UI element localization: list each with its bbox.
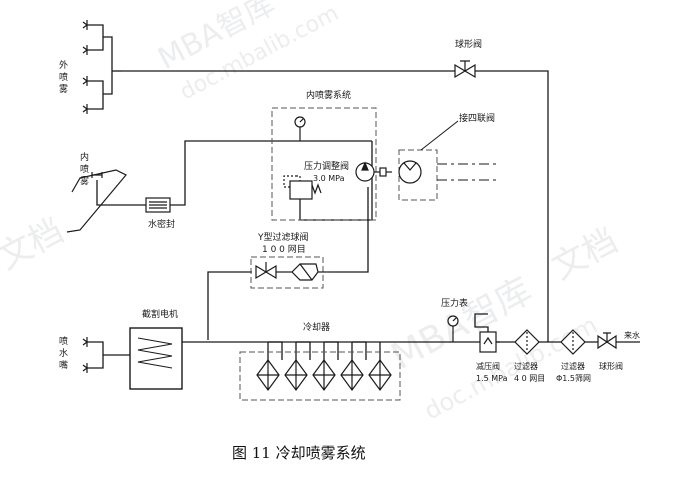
pressure-regulating-value: 3.0 MPa [313, 174, 345, 183]
cooler-label: 冷却器 [303, 321, 330, 333]
water-seal-feed [170, 140, 300, 206]
rotary-joint-icon [355, 161, 392, 182]
reducing-valve-icon [479, 331, 500, 353]
outer-spray-label: 喷 [59, 72, 68, 83]
spray-nozzle-icon [82, 104, 95, 114]
reducer-branch [474, 313, 489, 332]
outer-spray-label: 雾 [59, 84, 68, 95]
filter-mesh-label: 4 0 网目 [514, 374, 545, 383]
four-way-valve-icon [398, 160, 422, 184]
cooler-header [267, 341, 381, 360]
spray-nozzle-icon [82, 363, 95, 373]
filter2-label: 过滤器 [561, 361, 585, 371]
spray-nozzle-manifold [95, 341, 130, 369]
ball-valve-right-icon [597, 332, 617, 350]
heat-exchanger-icon [312, 358, 336, 392]
y-filter-mesh-label: 1 0 0 网目 [262, 244, 306, 255]
ball-valve-top-icon [454, 60, 476, 79]
spray-nozzle-label: 嘴 [59, 360, 68, 371]
pipe-lines [96, 70, 640, 360]
heat-exchanger-icon [340, 358, 364, 392]
filter2-size-label: Φ1.5筛网 [556, 373, 591, 383]
ball-valve-right-label: 球形阀 [599, 361, 623, 371]
outer-nozzles [82, 20, 95, 114]
outer-spray-manifold [95, 24, 122, 110]
pressure-gauge-label: 压力表 [441, 297, 468, 309]
heat-exchanger-icon [284, 358, 308, 392]
pressure-gauge-icon [294, 116, 306, 141]
pressure-regulating-valve-icon [283, 175, 322, 200]
spray-nozzle-label: 喷 [59, 336, 68, 347]
pressure-regulating-label: 压力调整阀 [304, 160, 349, 172]
inner-spray-label: 喷 [80, 164, 89, 175]
y-filter-box [250, 256, 324, 289]
cooler-elements [256, 358, 392, 392]
inner-system-label: 内喷雾系统 [306, 89, 351, 101]
reducing-valve-value: 1.5 MPa [476, 374, 508, 383]
inner-spray-label: 雾 [80, 176, 89, 187]
cutting-motor-label: 截割电机 [142, 308, 178, 320]
filter-label: 过滤器 [514, 361, 538, 371]
four-way-leader [420, 120, 459, 151]
spray-nozzle-label: 水 [59, 347, 68, 359]
inner-nozzle-icon [91, 172, 103, 178]
water-seal-label: 水密封 [148, 218, 175, 230]
pressure-gauge-right-icon [447, 315, 459, 342]
four-way-valve-label: 接四联阀 [459, 112, 495, 124]
filter-screen-icon [560, 329, 586, 355]
ball-valve-top-label: 球形阀 [455, 38, 482, 50]
spray-nozzle-icon [82, 45, 95, 55]
reducing-valve-label: 减压阀 [476, 361, 500, 371]
bottom-nozzles [82, 337, 95, 373]
water-in-label: 来水 [624, 330, 640, 340]
four-way-valve-outlets [437, 163, 500, 181]
spray-nozzle-icon [82, 20, 95, 30]
watermark-text: 文档 [0, 211, 70, 278]
heat-exchanger-icon [368, 358, 392, 392]
motor-feed [207, 187, 369, 340]
cooler-box [239, 351, 401, 401]
spray-nozzle-icon [82, 76, 95, 86]
inner-spray-label: 内 [80, 151, 89, 163]
y-filter-label: Y型过滤球阀 [257, 231, 309, 243]
inner-spray-cone [66, 169, 127, 233]
filter-40-mesh-icon [514, 329, 540, 355]
inner-spray-pipe [96, 180, 146, 206]
four-way-valve-box [398, 149, 438, 201]
watermark-text: 文档 [545, 221, 624, 288]
outer-spray-label: 外 [59, 59, 68, 71]
figure-caption: 图 11 冷却喷雾系统 [232, 444, 366, 462]
outer-spray-pipe [122, 70, 549, 342]
cutting-motor-icon [129, 327, 183, 390]
water-seal-icon [145, 197, 171, 213]
spray-nozzle-icon [82, 337, 95, 347]
heat-exchanger-icon [256, 358, 280, 392]
y-filter-ball-valve-icon [255, 262, 329, 281]
